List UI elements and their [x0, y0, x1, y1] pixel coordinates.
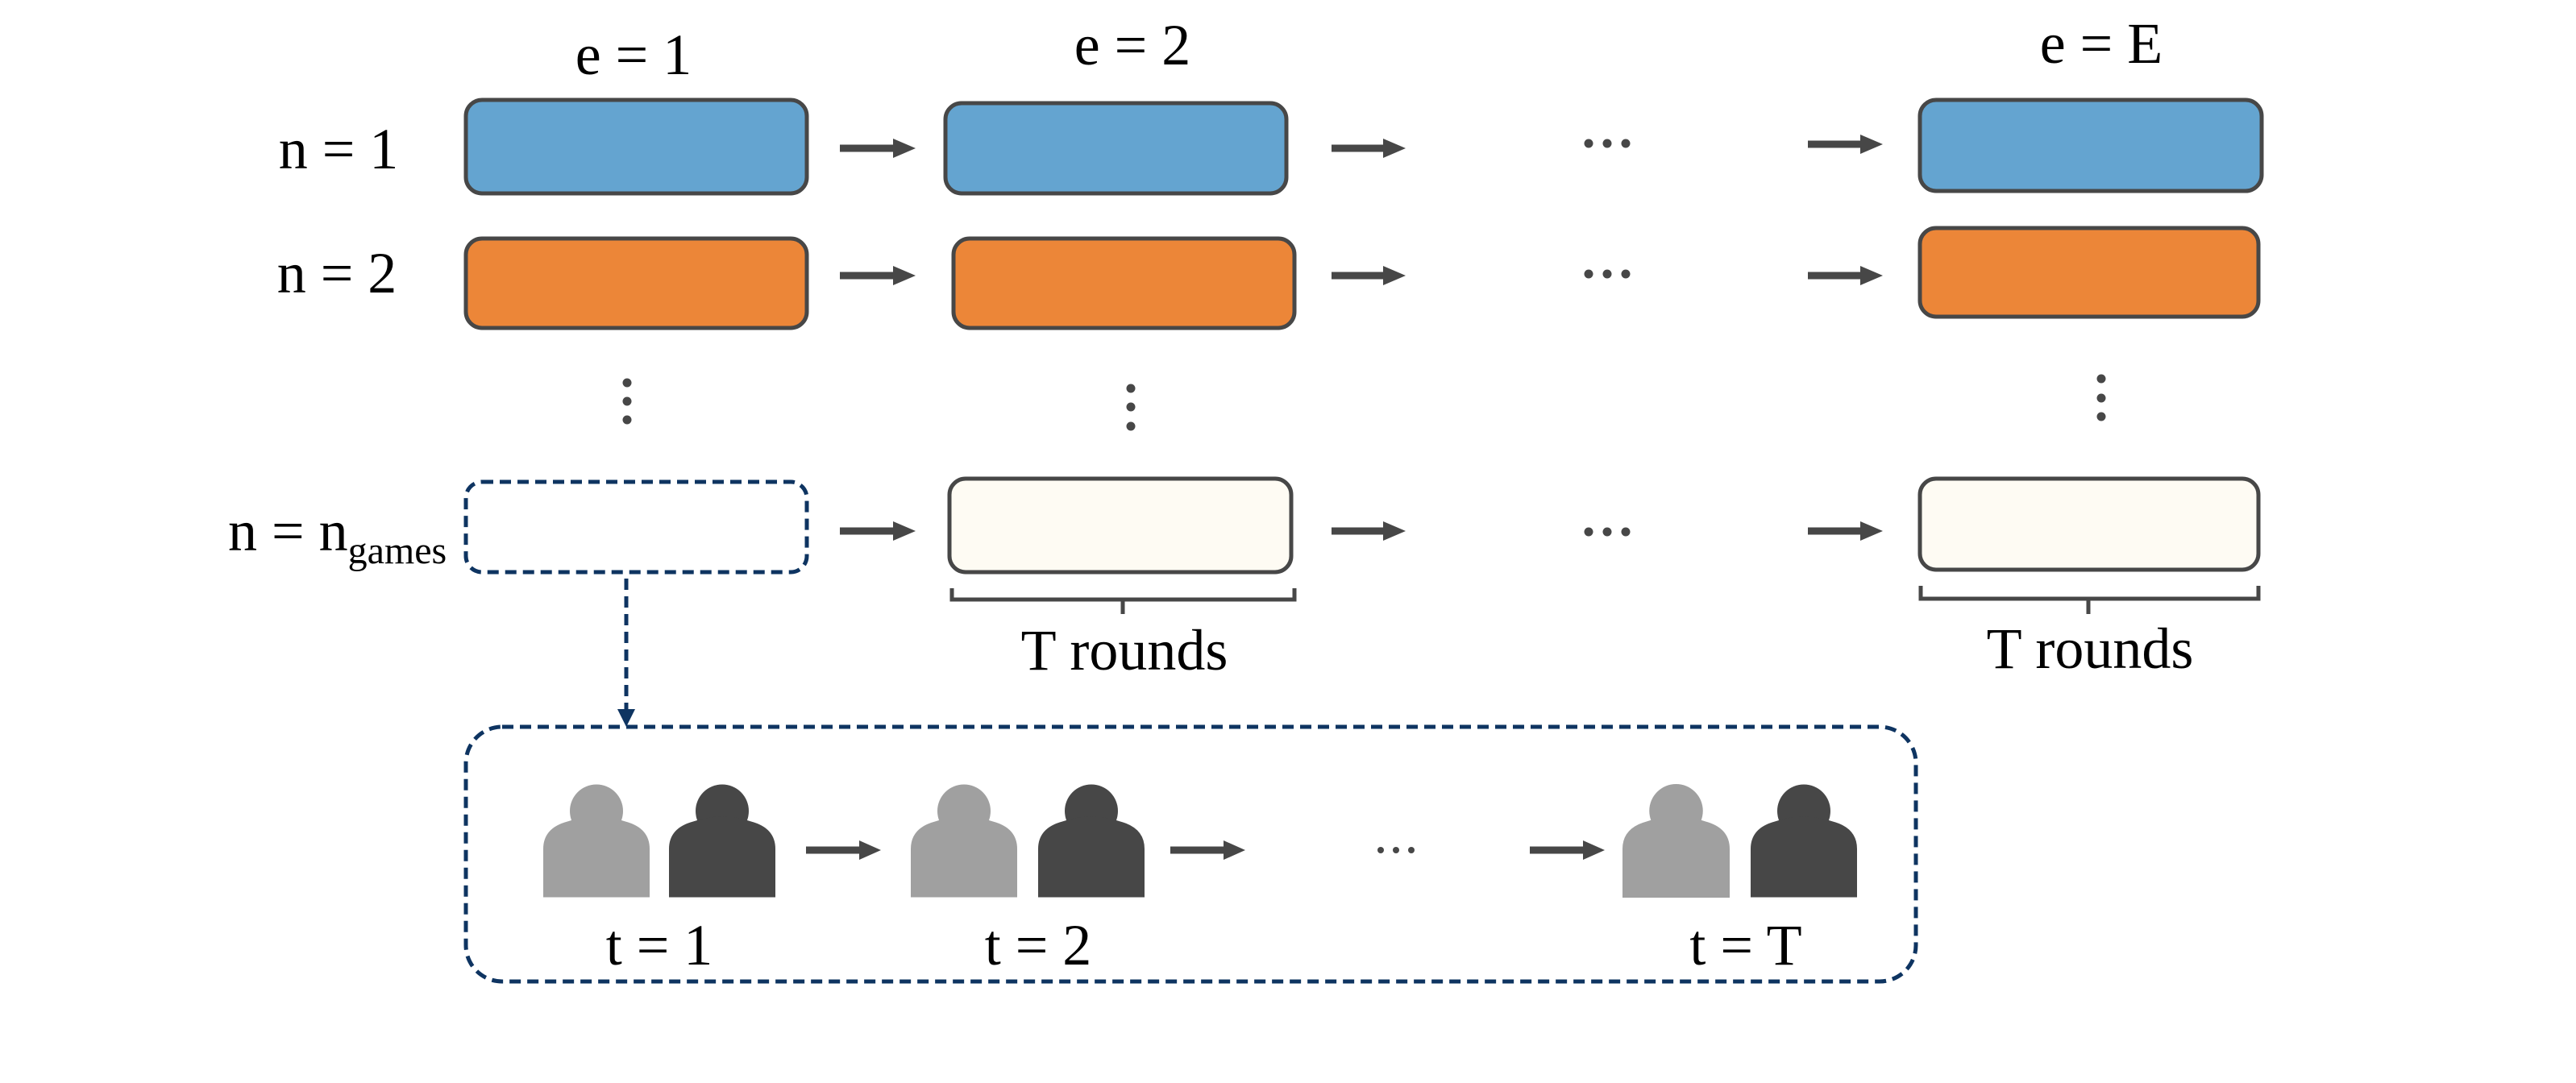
game-label-2: n = 2	[277, 241, 397, 305]
arrow-right-icon	[806, 840, 881, 860]
game-last-epoch-1-box	[463, 479, 809, 575]
vertical-ellipsis-icon	[2096, 374, 2106, 421]
arrow-right-icon	[1808, 521, 1883, 541]
epoch-label-E: e = E	[2040, 11, 2163, 76]
round-label-2: t = 2	[985, 913, 1092, 977]
game-1-epoch-2-box	[943, 101, 1289, 196]
arrow-right-icon	[840, 266, 916, 285]
arrow-right-icon	[1332, 139, 1406, 158]
arrow-right-icon	[1530, 840, 1605, 860]
ellipsis-icon	[1584, 139, 1631, 148]
bracket-epoch-2	[949, 588, 1297, 614]
arrow-right-icon	[1332, 521, 1406, 541]
game-label-last-main: n = n	[228, 499, 348, 563]
round-1-players	[543, 785, 775, 898]
person-icon	[1038, 785, 1145, 898]
t-rounds-label-epoch-E: T rounds	[1987, 616, 2194, 681]
dashed-arrow-down-icon	[617, 579, 635, 727]
arrow-right-icon	[840, 139, 916, 158]
game-last-epoch-2-box	[947, 476, 1294, 575]
rounds-panel	[463, 724, 1918, 984]
epoch-label-1: e = 1	[575, 23, 692, 87]
game-2-epoch-1-box	[463, 236, 809, 330]
game-label-1: n = 1	[279, 117, 399, 181]
person-icon	[669, 785, 775, 898]
round-label-T: t = T	[1689, 913, 1801, 977]
t-rounds-label-epoch-2: T rounds	[1021, 618, 1228, 683]
person-icon	[911, 785, 1017, 898]
arrow-right-icon	[1332, 266, 1406, 285]
ellipsis-icon	[1377, 847, 1415, 853]
person-icon	[543, 785, 650, 898]
arrow-right-icon	[840, 521, 916, 541]
round-2-players	[911, 785, 1145, 898]
game-2-epoch-2-box	[951, 236, 1297, 330]
person-icon	[1622, 784, 1730, 898]
arrow-right-icon	[1170, 840, 1245, 860]
round-T-players	[1622, 784, 1857, 898]
game-label-last-subscript: games	[348, 529, 447, 572]
round-label-1: t = 1	[606, 913, 713, 977]
arrow-right-icon	[1808, 266, 1883, 285]
bracket-epoch-E	[1918, 586, 2261, 614]
game-last-epoch-E-box	[1917, 476, 2261, 572]
ellipsis-icon	[1584, 527, 1631, 537]
vertical-ellipsis-icon	[1126, 384, 1136, 431]
arrow-right-icon	[1808, 135, 1883, 154]
game-1-epoch-E-box	[1917, 98, 2264, 193]
ellipsis-icon	[1584, 269, 1631, 279]
game-1-epoch-1-box	[463, 98, 809, 196]
epoch-label-2: e = 2	[1074, 13, 1191, 77]
person-icon	[1751, 785, 1857, 898]
game-label-last: n = ngames	[228, 499, 447, 572]
vertical-ellipsis-icon	[622, 378, 632, 425]
game-2-epoch-E-box	[1917, 226, 2261, 319]
